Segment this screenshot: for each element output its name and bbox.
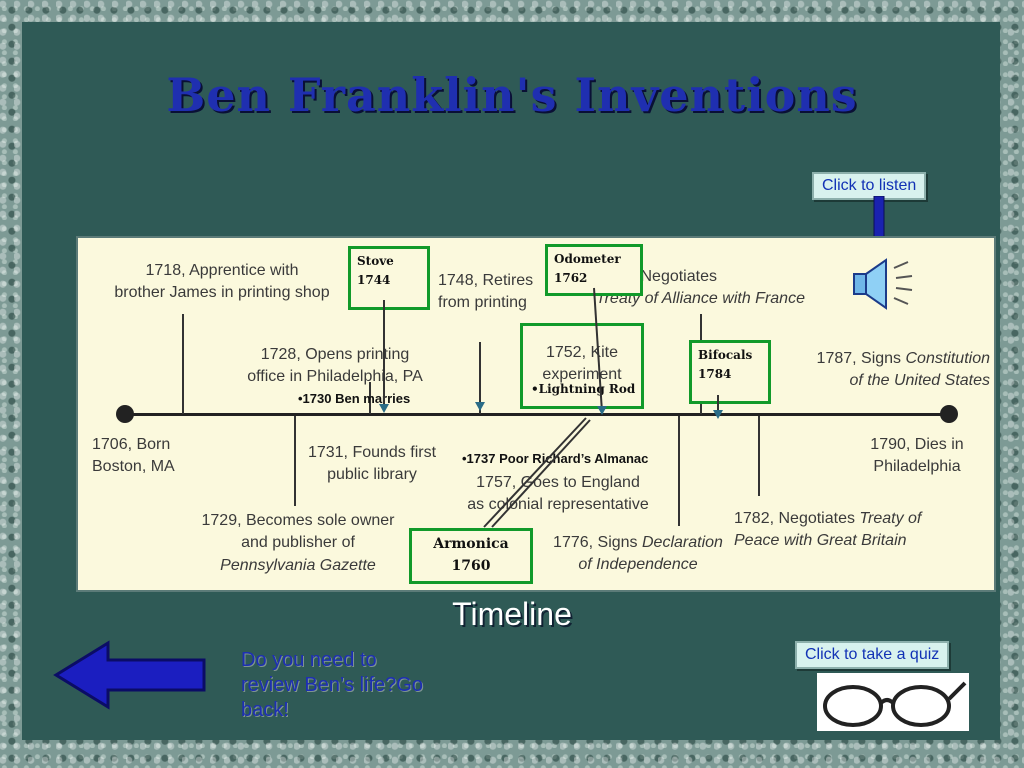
timeline-image: 1706, Born Boston, MA 1718, Apprentice w… <box>76 236 996 592</box>
back-link-text[interactable]: Do you need to review Ben’s life?Go back… <box>241 649 423 721</box>
timeline-end-dot <box>940 405 958 423</box>
event-1787: 1787, Signs Constitution of the United S… <box>816 350 990 390</box>
tick-1776 <box>678 416 680 526</box>
timeline-caption: Timeline <box>452 596 572 632</box>
event-1718: 1718, Apprentice with brother James in p… <box>114 262 330 302</box>
timeline-start-dot <box>116 405 134 423</box>
event-1782: 1782, Negotiates Treaty of Peace with Gr… <box>734 510 922 550</box>
note-1730-marries: •1730 Ben marries <box>298 391 411 406</box>
invention-stove-box: Stove 1744 <box>348 246 430 310</box>
event-1731: 1731, Founds first public library <box>307 444 437 484</box>
tick-1782 <box>758 416 760 496</box>
event-1757: 1757, Goes to England as colonial repres… <box>467 474 649 514</box>
event-1790: 1790, Dies in Philadelphia <box>870 436 964 476</box>
event-1748: 1748, Retires from printing <box>438 272 534 312</box>
page-title: Ben Franklin's Inventions <box>166 68 858 122</box>
invention-bifocals-box: Bifocals 1784 <box>689 340 771 404</box>
event-1729: 1729, Becomes sole owner and publisher o… <box>201 512 395 574</box>
back-arrow-icon[interactable] <box>52 640 208 710</box>
event-1728: 1728, Opens printing office in Philadelp… <box>247 346 423 386</box>
timeline-axis <box>124 413 950 416</box>
eyeglasses-icon[interactable] <box>817 673 969 731</box>
lightning-rod-box: •Lightning Rod <box>520 323 644 409</box>
listen-button[interactable]: Click to listen <box>812 172 927 200</box>
tick-1728 <box>369 382 371 414</box>
quiz-button[interactable]: Click to take a quiz <box>795 641 950 669</box>
tick-1718 <box>182 314 184 414</box>
speaker-icon[interactable] <box>852 256 916 314</box>
event-1776: 1776, Signs Declaration of Independence <box>553 534 723 574</box>
lightning-rod-label: •Lightning Rod <box>531 382 636 396</box>
invention-armonica-box: Armonica 1760 <box>409 528 533 584</box>
tick-1729 <box>294 416 296 506</box>
event-1752: 1752, Kite experiment <box>542 344 622 384</box>
event-1706: 1706, Born Boston, MA <box>92 436 175 476</box>
